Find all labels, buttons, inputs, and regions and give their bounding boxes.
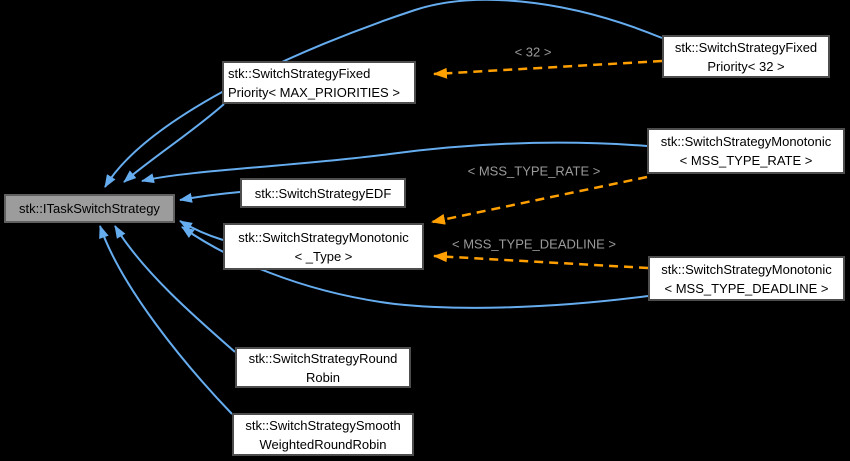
node-itaskswitchstrategy-label: stk::ITaskSwitchStrategy (19, 201, 160, 216)
node-label-line2: Robin (306, 369, 340, 385)
node-switchstrategymonotonic-type[interactable]: stk::SwitchStrategyMonotonic < _Type > (223, 223, 424, 270)
template-arg-label-32: < 32 > (514, 44, 552, 60)
node-label-line1: stk::SwitchStrategyMonotonic (238, 229, 409, 245)
node-switchstrategymonotonic-deadline[interactable]: stk::SwitchStrategyMonotonic < MSS_TYPE_… (648, 256, 845, 301)
inheritance-arrow-roundrobin-to-base (114, 225, 236, 353)
node-label-line2: Priority< MAX_PRIORITIES > (228, 84, 400, 100)
template-arg-label-mss-type-deadline: < MSS_TYPE_DEADLINE > (451, 236, 617, 252)
node-switchstrategysmoothweightedroundrobin[interactable]: stk::SwitchStrategySmooth WeightedRoundR… (232, 413, 414, 456)
node-switchstrategymonotonic-rate[interactable]: stk::SwitchStrategyMonotonic < MSS_TYPE_… (647, 128, 845, 174)
inheritance-arrow-edf-to-base (179, 191, 241, 203)
node-switchstrategyfixedpriority-32[interactable]: stk::SwitchStrategyFixed Priority< 32 > (662, 35, 830, 78)
node-label-line2: WeightedRoundRobin (259, 436, 387, 452)
template-arrow-monorate-to-monotype (431, 175, 648, 225)
node-label-line2: < MSS_TYPE_RATE > (679, 153, 813, 168)
node-switchstrategyfixedpriority-maxpriorities[interactable]: stk::SwitchStrategyFixed Priority< MAX_P… (222, 61, 416, 104)
node-label-line1: stk::SwitchStrategyRound (248, 350, 398, 366)
node-label-line1: stk::SwitchStrategyMonotonic (660, 134, 832, 149)
node-label-line2: < MSS_TYPE_DEADLINE > (664, 280, 829, 296)
template-arrow-fixed32-to-fixedmax (433, 59, 663, 79)
node-label-line1: stk::SwitchStrategyFixed (674, 39, 818, 55)
node-itaskswitchstrategy: stk::ITaskSwitchStrategy (4, 194, 175, 223)
inheritance-arrow-fixedmax-to-base (123, 103, 225, 183)
node-label-line1: stk::SwitchStrategyMonotonic (661, 261, 832, 277)
node-label-line1: stk::SwitchStrategySmooth (245, 417, 401, 433)
inheritance-arrow-smooth-to-base (99, 225, 233, 415)
node-label-line2: < _Type > (294, 248, 353, 264)
node-label-line2: Priority< 32 > (707, 58, 785, 74)
node-switchstrategyroundrobin[interactable]: stk::SwitchStrategyRound Robin (235, 347, 411, 388)
node-label: stk::SwitchStrategyEDF (254, 185, 392, 201)
node-switchstrategyedf[interactable]: stk::SwitchStrategyEDF (240, 178, 406, 208)
template-arg-label-mss-type-rate: < MSS_TYPE_RATE > (467, 163, 601, 179)
inheritance-arrow-fixed32-to-base (104, 0, 663, 188)
node-label-line1: stk::SwitchStrategyFixed (228, 65, 371, 81)
template-arrow-monodeadline-to-monotype (433, 251, 649, 270)
inheritance-arrow-monorate-to-base (141, 141, 648, 184)
inheritance-arrow-monotype-to-base (179, 220, 224, 241)
